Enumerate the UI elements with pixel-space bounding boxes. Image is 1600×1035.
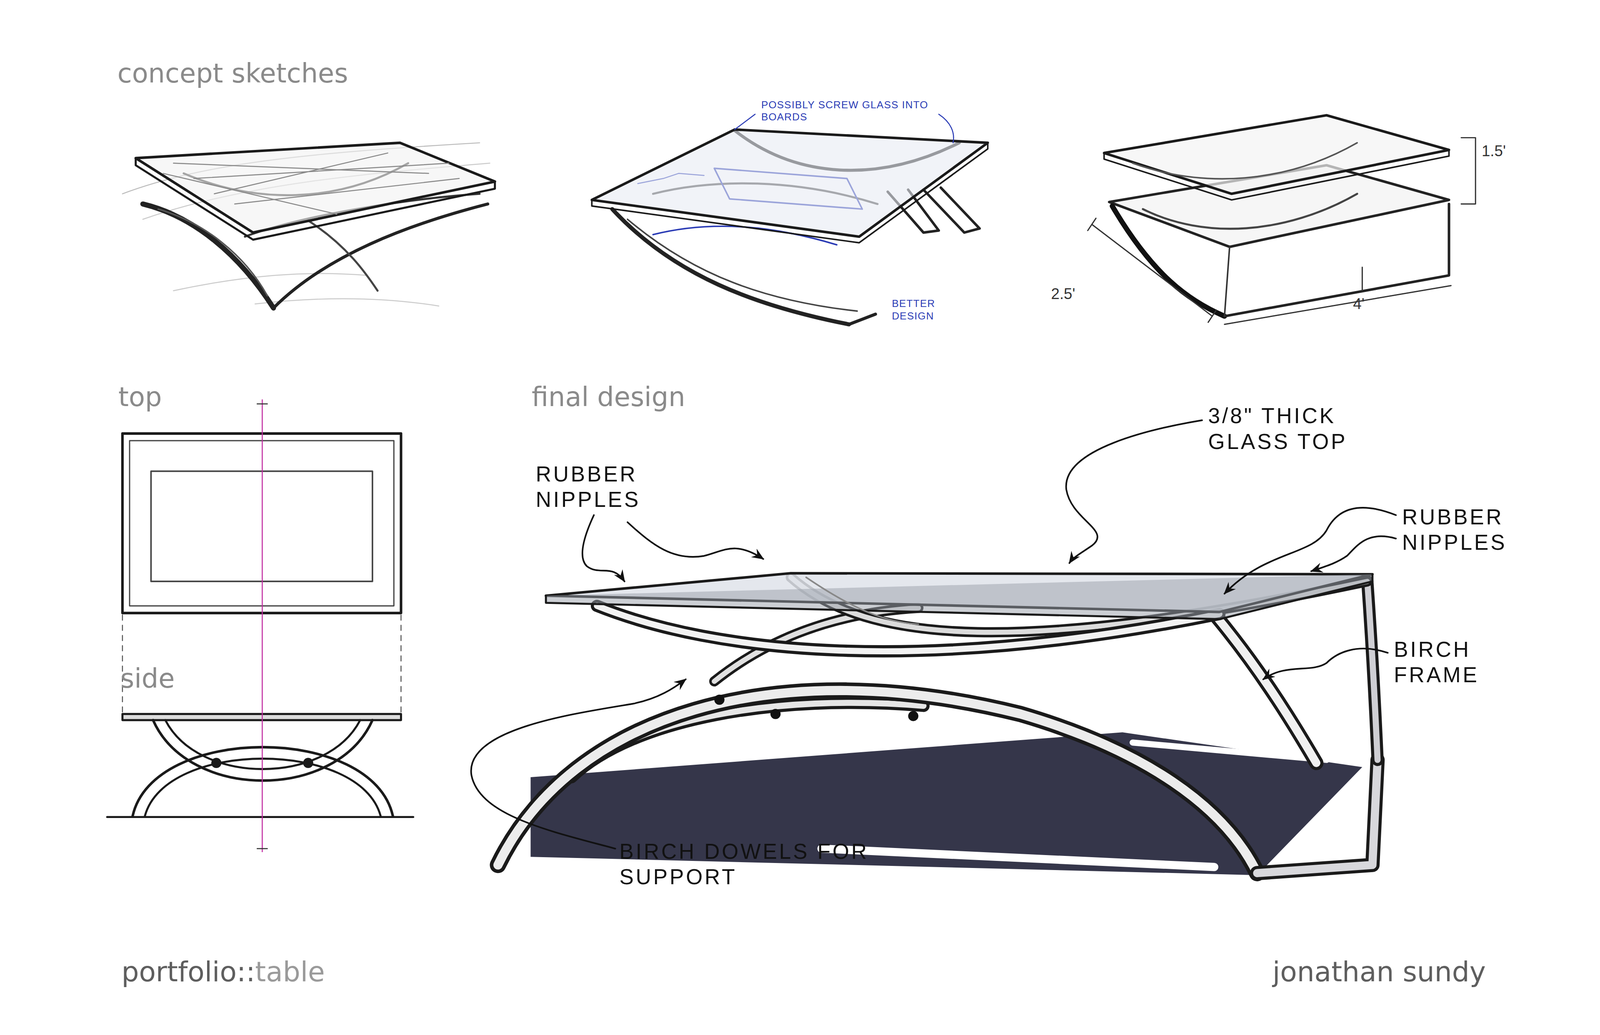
view-heading: side — [120, 664, 175, 694]
section-heading: final design — [531, 382, 686, 412]
table-illustration — [497, 573, 1378, 876]
sketch-note: BETTER DESIGN — [891, 297, 965, 323]
dimension: 1.5' — [1481, 142, 1506, 160]
concept-sketch — [122, 142, 495, 309]
dimension: 4' — [1352, 295, 1365, 313]
footer-label: portfolio:: — [121, 957, 255, 988]
callout-label: BIRCH FRAME — [1393, 636, 1517, 688]
callout-label: RUBBER NIPPLES — [535, 461, 669, 513]
author-name: jonathan sundy — [1272, 957, 1486, 988]
view-heading: top — [118, 382, 162, 412]
side-view — [107, 400, 414, 853]
callout-label: RUBBER NIPPLES — [1402, 504, 1535, 556]
callout-label: 3/8" THICK GLASS TOP — [1208, 402, 1408, 455]
concept-sketch — [1087, 115, 1476, 325]
leader-line — [471, 420, 1397, 850]
section-heading: concept sketches — [117, 59, 349, 89]
dimension: 2.5' — [1050, 285, 1075, 303]
concept-sketch — [591, 114, 988, 325]
sketch-note: POSSIBLY SCREW GLASS INTO BOARDS — [761, 99, 966, 124]
footer-label: table — [255, 957, 325, 988]
callout-label: BIRCH DOWELS FOR SUPPORT — [619, 838, 875, 890]
